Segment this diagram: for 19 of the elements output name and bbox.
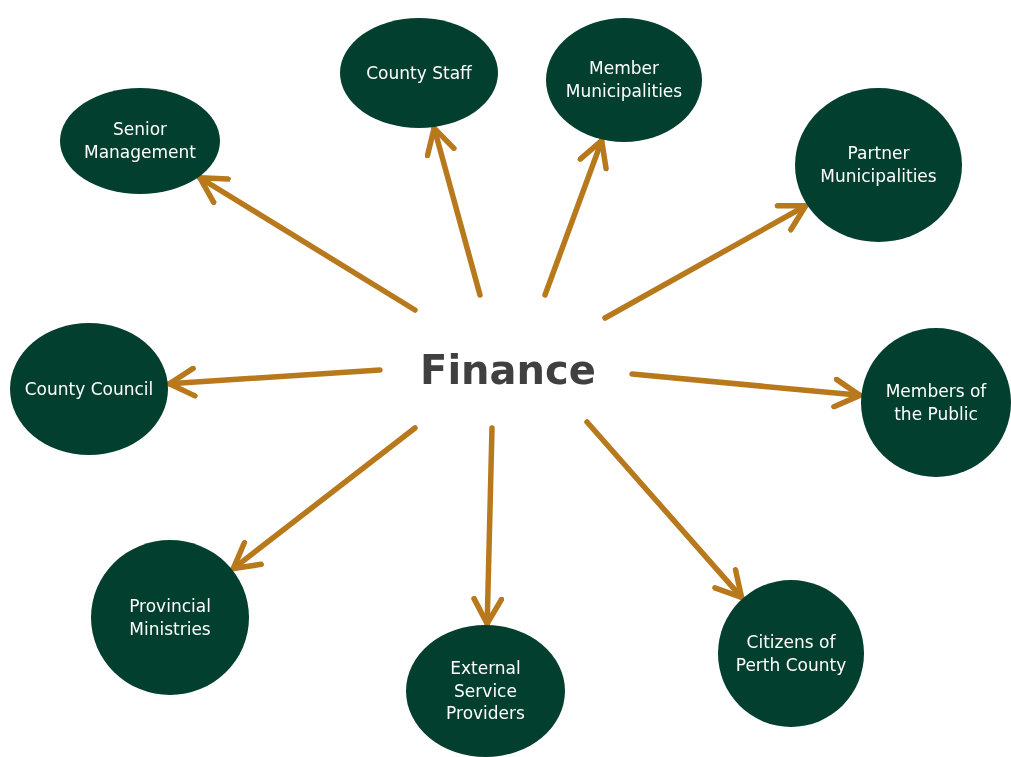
stakeholder-label: Citizens of Perth County bbox=[734, 630, 848, 677]
arrow bbox=[230, 425, 418, 572]
arrow bbox=[602, 203, 809, 321]
center-label: Finance bbox=[420, 347, 596, 393]
stakeholder-label: County Council bbox=[24, 377, 154, 401]
stakeholder-label: Members of the Public bbox=[884, 379, 988, 426]
stakeholder-label: Senior Management bbox=[83, 118, 197, 164]
arrow bbox=[166, 365, 383, 399]
stakeholder-label: Provincial Ministries bbox=[128, 594, 212, 641]
stakeholder-label: Partner Municipalities bbox=[819, 142, 938, 188]
arrow bbox=[424, 125, 483, 298]
stakeholder-label: County Staff bbox=[366, 61, 472, 85]
stakeholder-label: Member Municipalities bbox=[564, 57, 684, 103]
arrow bbox=[629, 371, 863, 410]
arrow bbox=[584, 419, 745, 601]
arrow bbox=[197, 175, 418, 313]
stakeholder-label: External Service Providers bbox=[445, 656, 526, 726]
arrow bbox=[471, 425, 505, 627]
arrow bbox=[542, 137, 609, 298]
